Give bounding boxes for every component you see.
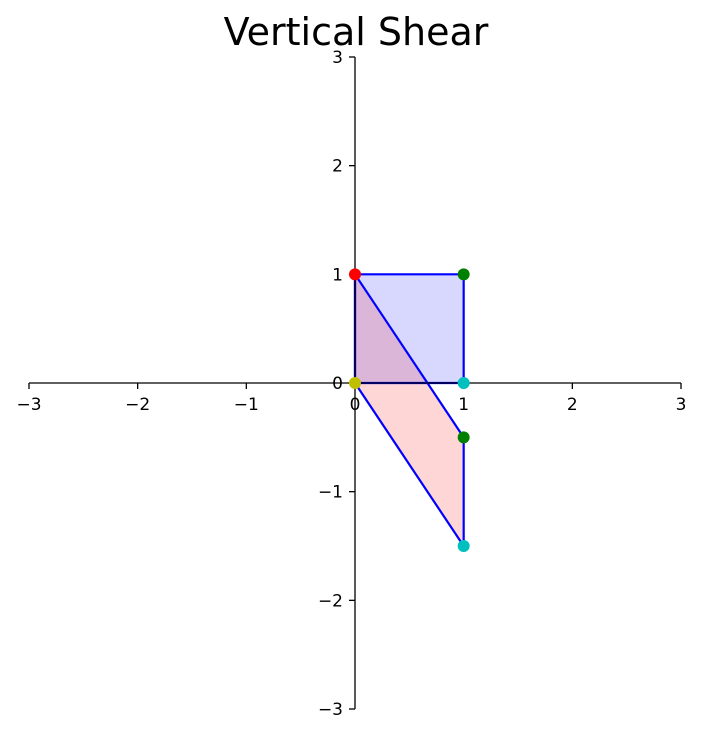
x-tick-label: −2 <box>125 395 150 415</box>
shapes-layer <box>353 273 465 548</box>
data-point <box>457 268 470 281</box>
data-point <box>349 268 361 281</box>
x-tick-label: 0 <box>350 395 361 415</box>
y-tick-label: −1 <box>318 483 343 503</box>
data-point <box>457 540 470 553</box>
y-tick-label: 3 <box>332 48 343 68</box>
data-point <box>349 377 361 389</box>
y-tick-label: −3 <box>318 700 343 720</box>
points-layer <box>349 268 470 553</box>
y-tick-label: 2 <box>332 157 343 177</box>
x-tick-label: 3 <box>676 395 687 415</box>
chart-title: Vertical Shear <box>223 10 489 54</box>
data-point <box>457 377 470 389</box>
x-tick-label: −1 <box>234 395 259 415</box>
data-point <box>457 431 470 444</box>
x-tick-label: 1 <box>458 395 469 415</box>
y-tick-label: 0 <box>332 374 343 394</box>
y-tick-label: 1 <box>332 265 343 285</box>
x-tick-label: −3 <box>16 395 41 415</box>
x-tick-label: 2 <box>567 395 578 415</box>
y-tick-label: −2 <box>318 591 343 611</box>
